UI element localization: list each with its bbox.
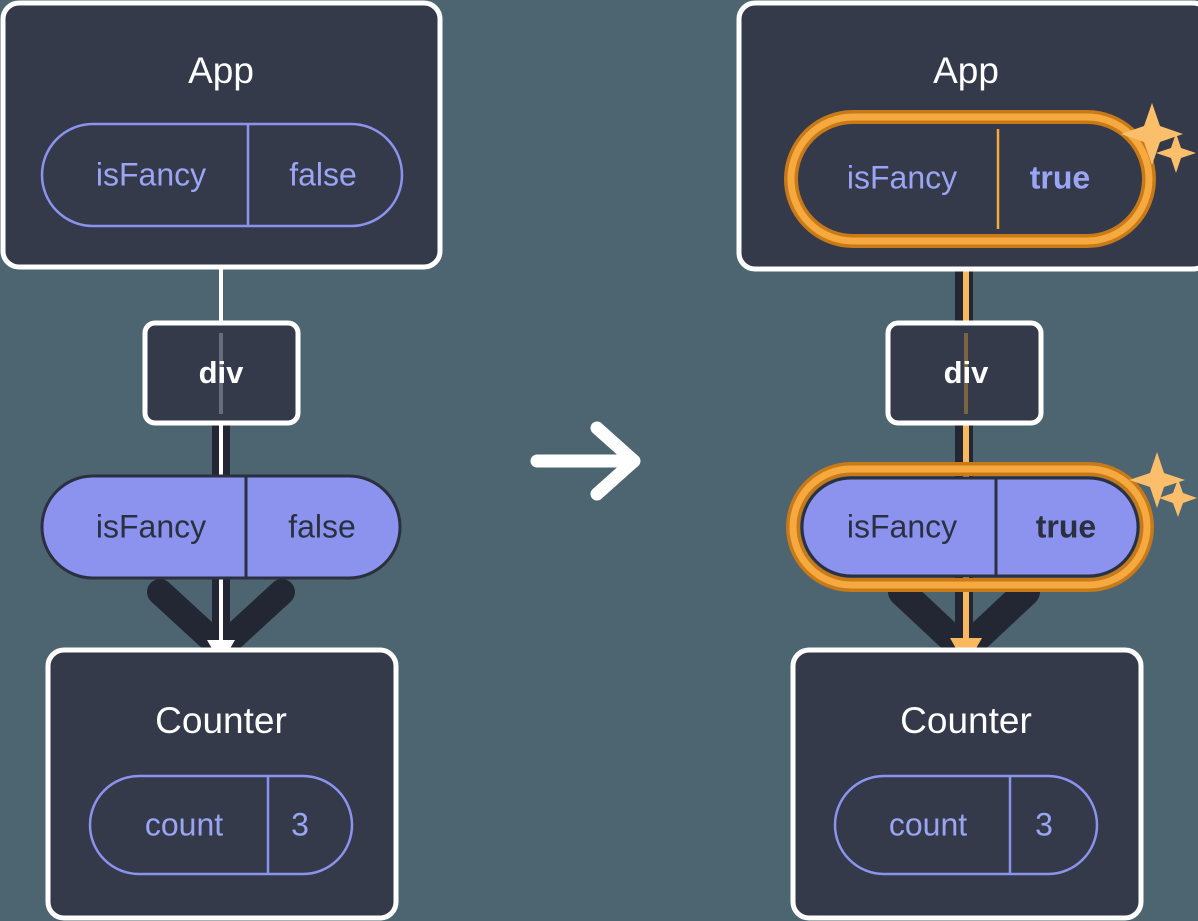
- sparkle-prop-large: [1129, 452, 1185, 508]
- left-app-pill-value: false: [289, 156, 357, 192]
- right-prop-pill: isFancy true: [786, 462, 1154, 592]
- sparkle-prop-small: [1159, 479, 1197, 517]
- right-div-node: div: [885, 320, 1044, 426]
- left-counter-pill-key: count: [145, 806, 223, 842]
- left-counter-title: Counter: [155, 700, 287, 741]
- right-counter-pill-key: count: [889, 806, 967, 842]
- right-app-state-pill: isFancy true: [784, 110, 1156, 248]
- arrow-right-icon: [530, 421, 641, 501]
- left-prop-pill-value: false: [288, 508, 356, 544]
- right-counter-title: Counter: [900, 700, 1032, 741]
- right-connector-highlight-line: [950, 215, 982, 666]
- sparkle-app-large: [1121, 103, 1183, 165]
- right-prop-pill-key: isFancy: [847, 508, 957, 544]
- right-counter-state-pill: count 3: [833, 774, 1099, 876]
- left-counter-panel: Counter count 3: [45, 647, 399, 921]
- left-app-pill-key: isFancy: [96, 156, 206, 192]
- left-app-state-pill: isFancy false: [40, 122, 404, 228]
- left-prop-pill-key: isFancy: [96, 508, 206, 544]
- right-app-pill-key: isFancy: [847, 159, 957, 195]
- right-counter-pill-value: 3: [1035, 806, 1053, 842]
- left-app-panel: App isFancy false: [0, 0, 443, 270]
- left-counter-state-pill: count 3: [88, 774, 354, 876]
- right-prop-pill-value: true: [1036, 508, 1096, 544]
- left-prop-pill: isFancy false: [40, 474, 402, 580]
- right-app-panel: App isFancy true: [736, 0, 1198, 272]
- sparkle-app-small: [1156, 133, 1196, 173]
- left-div-node: div: [142, 320, 301, 426]
- right-div-label: div: [944, 355, 990, 390]
- left-app-title: App: [188, 50, 254, 91]
- left-div-label: div: [199, 355, 245, 390]
- right-app-title: App: [933, 50, 999, 91]
- left-counter-pill-value: 3: [291, 806, 309, 842]
- right-counter-panel: Counter count 3: [790, 647, 1144, 921]
- right-app-pill-value: true: [1030, 159, 1090, 195]
